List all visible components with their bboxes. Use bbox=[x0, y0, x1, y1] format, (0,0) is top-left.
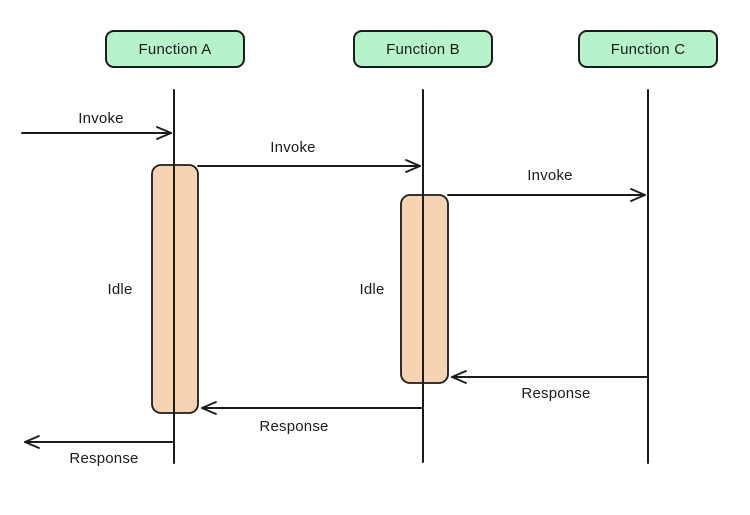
actor-box-function-b: Function B bbox=[353, 30, 493, 68]
message-label-response-3: Response bbox=[69, 450, 139, 467]
activation-bar-function-b bbox=[400, 194, 449, 384]
actor-box-function-c: Function C bbox=[578, 30, 718, 68]
actor-label-function-b: Function B bbox=[386, 40, 460, 58]
idle-label-function-a: Idle bbox=[107, 281, 133, 298]
arrow-invoke-a-to-b bbox=[197, 159, 421, 173]
arrow-response-a-to-caller bbox=[24, 435, 173, 449]
message-label-response-1: Response bbox=[521, 385, 591, 402]
arrow-invoke-caller-to-a bbox=[21, 126, 172, 140]
message-label-response-2: Response bbox=[259, 418, 329, 435]
actor-label-function-c: Function C bbox=[610, 40, 686, 58]
arrow-invoke-b-to-c bbox=[447, 188, 646, 202]
arrow-response-c-to-b bbox=[451, 370, 649, 384]
actor-box-function-a: Function A bbox=[105, 30, 245, 68]
message-label-invoke-2: Invoke bbox=[270, 139, 316, 156]
actor-label-function-a: Function A bbox=[138, 40, 212, 58]
message-label-invoke-3: Invoke bbox=[527, 167, 573, 184]
message-label-invoke-1: Invoke bbox=[78, 110, 124, 127]
idle-label-function-b: Idle bbox=[359, 281, 385, 298]
arrow-response-b-to-a bbox=[201, 401, 424, 415]
